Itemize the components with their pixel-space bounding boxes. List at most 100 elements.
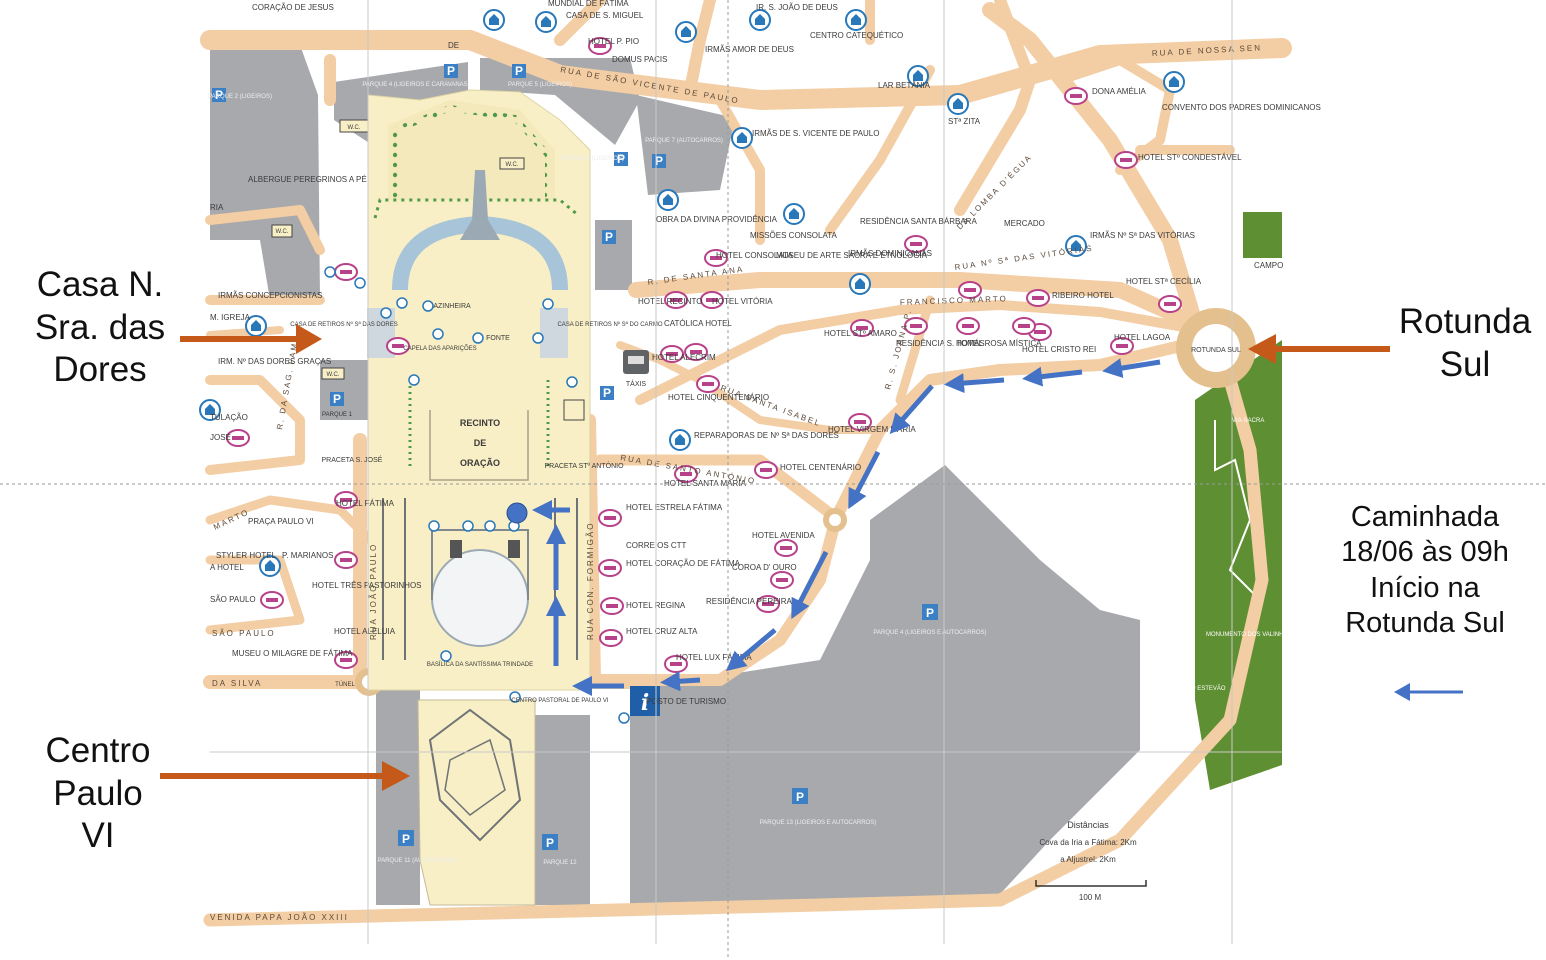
lodging-icon — [904, 317, 928, 335]
svg-text:W.C.: W.C. — [276, 229, 289, 235]
lodging-icon — [599, 629, 623, 647]
place-campo: CAMPO — [1254, 261, 1283, 270]
chapel-icon — [1163, 71, 1185, 93]
place-hotel-rosa: HOTEL ROSA MÍSTICA — [956, 339, 1042, 348]
lodging-icon — [660, 345, 684, 363]
place-hotel-tres: HOTEL TRÊS PASTORINHOS — [312, 581, 422, 590]
svg-text:PARQUE 2 (LIGEIROS): PARQUE 2 (LIGEIROS) — [208, 94, 272, 100]
svg-text:P: P — [447, 64, 455, 78]
lodging-icon — [756, 595, 780, 613]
place-capela-estevao: CAPELA DE SANTO ESTEVÃO — [1140, 685, 1226, 692]
place-hotel-aleluia: HOTEL ALELUIA — [334, 627, 396, 636]
svg-text:P: P — [515, 64, 523, 78]
place-sta-zita: STª ZITA — [948, 117, 981, 126]
wc-blocks — [271, 119, 585, 421]
svg-text:P: P — [655, 154, 663, 168]
chapel-icon — [199, 399, 221, 421]
chapel-icon — [749, 9, 771, 31]
svg-text:P: P — [605, 230, 613, 244]
place-hotel-cinquentenario: HOTEL CINQUENTENÁRIO — [668, 393, 769, 402]
lodging-icon — [696, 375, 720, 393]
place-sao-paulo-hotel: SÃO PAULO — [210, 595, 256, 604]
place-a-hotel: A HOTEL — [210, 563, 244, 572]
chapel-icon — [1065, 235, 1087, 257]
lodging-icon — [1026, 289, 1050, 307]
lodging-icon — [598, 509, 622, 527]
callout-casa-dores: Casa N. Sra. das Dores — [34, 265, 166, 390]
svg-text:P: P — [215, 88, 223, 102]
place-irm-dores: IRM. Nº DAS DORES GRAÇAS — [218, 357, 331, 366]
svg-text:W.C.: W.C. — [348, 125, 361, 131]
svg-text:POSTO DE TURISMO: POSTO DE TURISMO — [646, 697, 726, 706]
place-hotel-fatima: HOTEL FÁTIMA — [336, 499, 395, 508]
place-hotel-avenida: HOTEL AVENIDA — [752, 531, 815, 540]
parking-icons: P P P P P P P P P P P P — [212, 64, 938, 850]
chapel-icon — [259, 555, 281, 577]
lodging-icon — [334, 551, 358, 569]
place-monumento: MONUMENTO DOS VALINHOS — [1206, 632, 1292, 638]
place-irmas-vicente: IRMÃS DE S. VICENTE DE PAULO — [752, 129, 879, 138]
place-centro-catequetico: CENTRO CATEQUÉTICO — [810, 31, 903, 40]
place-convento: CONVENTO DOS PADRES DOMINICANOS — [1162, 103, 1321, 112]
svg-text:CAPELA DAS APARIÇÕES: CAPELA DAS APARIÇÕES — [403, 345, 476, 352]
lodging-icon — [260, 591, 284, 609]
svg-text:SÃO PAULO: SÃO PAULO — [212, 629, 276, 638]
sanctuary-number-marker — [408, 374, 420, 386]
place-hotel-consolata: HOTEL CONSOLATA — [716, 251, 793, 260]
chapel-icon — [783, 203, 805, 225]
svg-text:PARQUE 12: PARQUE 12 — [543, 860, 577, 866]
place-lar-betania: LAR BETÂNIA — [878, 81, 931, 90]
place-casa-miguel: CASA DE S. MIGUEL — [566, 11, 644, 20]
place-albergue: ALBERGUE PEREGRINOS A PÉ — [248, 175, 367, 184]
place-dona-amelia: DONA AMÉLIA — [1092, 87, 1146, 96]
place-hotel-virgem: HOTEL VIRGEM MARIA — [828, 425, 916, 434]
svg-text:PARQUE 4 (LIGEIROS E AUTOCARRO: PARQUE 4 (LIGEIROS E AUTOCARROS) — [873, 630, 986, 636]
lodging-icon — [958, 281, 982, 299]
svg-text:Cova da Iria a Fátima: 2Km: Cova da Iria a Fátima: 2Km — [1039, 838, 1137, 847]
svg-text:PARQUE 6 (LIGEIROS): PARQUE 6 (LIGEIROS) — [560, 156, 624, 162]
svg-text:PRACETA STº ANTÓNIO: PRACETA STº ANTÓNIO — [544, 461, 624, 470]
sanctuary-number-marker — [462, 520, 474, 532]
place-residencia-tomas: RESIDÊNCIA S. TOMÁS — [896, 339, 985, 348]
sanctuary-number-marker — [428, 520, 440, 532]
lodging-icon — [334, 263, 358, 281]
place-mercado: MERCADO — [1004, 219, 1045, 228]
place-irmas-concepcionistas: IRMÃS CONCEPCIONISTAS — [218, 291, 322, 300]
svg-text:PRACETA S. JOSÉ: PRACETA S. JOSÉ — [322, 455, 383, 464]
place-styler: STYLER HOTEL — [216, 551, 277, 560]
sanctuary-number-marker — [542, 298, 554, 310]
svg-text:100 M: 100 M — [1079, 893, 1102, 902]
place-ria: RIA — [210, 203, 224, 212]
place-obra-divina: OBRA DA DIVINA PROVIDÊNCIA — [656, 215, 778, 224]
lodging-icon — [226, 429, 250, 447]
chapel-icon — [731, 127, 753, 149]
sanctuary-number-marker — [532, 332, 544, 344]
place-hotel-cecilia: HOTEL STª CECÍLIA — [1126, 277, 1202, 286]
chapel-icon — [669, 429, 691, 451]
lodging-icon — [1012, 317, 1036, 335]
svg-text:DA SILVA: DA SILVA — [212, 679, 262, 688]
place-missoes: MISSÕES CONSOLATA — [750, 231, 837, 240]
place-hotel-lux: HOTEL LUX FÁTIMA — [676, 653, 752, 662]
svg-text:P: P — [926, 606, 934, 620]
sanctuary-number-marker — [484, 520, 496, 532]
lodging-icon — [334, 651, 358, 669]
place-irmas-vitorias: IRMÃS Nº Sª DAS VITÓRIAS — [1090, 231, 1195, 240]
chapel-icon — [845, 9, 867, 31]
lodging-icon — [956, 317, 980, 335]
svg-text:AZINHEIRA: AZINHEIRA — [433, 303, 471, 310]
svg-text:FRANCISCO MARTO: FRANCISCO MARTO — [900, 294, 1008, 307]
lodging-icon — [848, 413, 872, 431]
svg-text:P: P — [546, 836, 554, 850]
lodging-icon — [684, 343, 708, 361]
lodging-icon — [754, 461, 778, 479]
svg-text:CASA DE RETIROS Nº Sª DO CARMO: CASA DE RETIROS Nº Sª DO CARMO — [557, 321, 662, 328]
lodging-icon — [598, 559, 622, 577]
place-coroa-ouro: COROA D' OURO — [732, 563, 797, 572]
sanctuary-number-marker — [422, 300, 434, 312]
poi-icons — [199, 9, 1185, 724]
svg-text:Distâncias: Distâncias — [1067, 820, 1109, 830]
